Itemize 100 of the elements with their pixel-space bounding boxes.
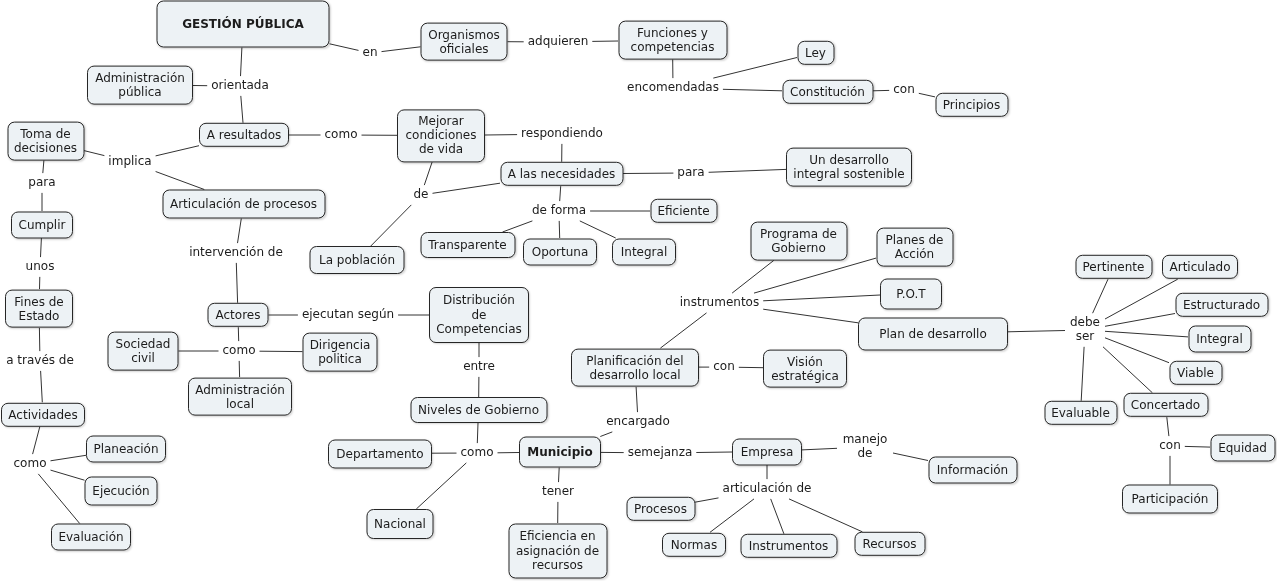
concept-box: Distribución de Competencias [429,287,529,343]
connector-line [37,473,81,524]
concept-box: Organismos oficiales [420,22,508,61]
concept-box: A resultados [199,122,289,148]
connector-line [1104,278,1179,320]
connector-line [370,204,412,247]
connector-line [892,452,929,461]
concept-box: Información [928,456,1017,484]
connector-line [698,366,710,368]
concept-box: Integral [1188,325,1251,353]
concept-box: Equidad [1210,434,1275,462]
connector-line [1104,330,1189,338]
connector-line [431,452,457,454]
concept-box: Evaluable [1044,400,1117,426]
connector-line [1169,455,1171,485]
concept-box: Fines de Estado [5,289,73,328]
connector-line [40,237,42,258]
concept-box: Viable [1169,360,1222,386]
connector-line [155,171,205,190]
connector-line [766,464,768,480]
connector-line [600,451,625,454]
linking-phrase: con [712,360,736,374]
connector-line [561,143,563,163]
linking-phrase: semejanza [626,446,694,460]
concept-box: Articulado [1162,254,1238,280]
connector-line [558,220,561,239]
connector-line [918,92,936,98]
connector-line [762,294,881,302]
concept-box: Pertinente [1075,254,1152,280]
connector-line [41,192,43,212]
connector-line [635,386,638,413]
connector-line [788,498,863,533]
connector-line [1007,330,1066,333]
concept-box: Estructurado [1175,292,1268,318]
concept-box: GESTIÓN PÚBLICA [156,0,330,48]
concept-box: Sociedad civil [107,331,179,371]
linking-phrase: debe ser [1068,316,1102,344]
connector-line [83,150,105,157]
connector-line [381,46,421,53]
concept-box: Principios [935,92,1008,118]
concept-box: Municipio [519,436,601,468]
connector-line [1184,445,1211,448]
concept-box: Programa de Gobierno [750,221,847,261]
linking-phrase: de [412,188,430,202]
linking-phrase: orientada [210,79,270,93]
connector-line [872,89,890,92]
connector-line [288,134,321,136]
concept-box: Oportuna [523,238,597,265]
connector-line [240,95,244,124]
linking-phrase: en [361,46,379,60]
concept-box: Un desarrollo integral sostenible [786,147,912,187]
concept-box: Evaluación [51,523,131,551]
linking-phrase: de forma [530,204,588,218]
connector-line [415,462,467,510]
connector-line [397,314,430,316]
connector-line [1080,346,1085,402]
linking-phrase: implica [107,155,153,169]
linking-phrase: como [221,344,257,358]
linking-phrase: con [1158,439,1182,453]
connector-line [709,498,755,533]
connector-line [502,220,533,233]
connector-line [192,85,208,87]
concept-box: Plan de desarrollo [858,317,1008,350]
concept-box: Instrumentos [740,533,837,559]
linking-phrase: a través de [5,354,75,368]
concept-box: Funciones y competencias [618,20,727,60]
connector-line [238,360,241,378]
connector-line [507,41,525,43]
connector-line [589,210,651,212]
connector-line [731,259,775,294]
connector-line [478,376,480,398]
connector-line [599,431,613,437]
concept-box: Recursos [854,531,925,557]
concept-box: Concertado [1123,392,1208,418]
connector-line [497,452,520,454]
connector-line [361,134,398,136]
concept-box: La población [309,246,405,274]
connector-line [32,426,41,455]
linking-phrase: como [459,446,495,460]
concept-box: Transparente [420,232,515,258]
connector-line [39,276,41,290]
connector-line [672,58,674,79]
concept-box: Planeación [86,435,166,463]
connector-line [1104,337,1170,364]
linking-phrase: entre [462,360,496,374]
connector-line [591,40,619,42]
linking-phrase: para [676,166,706,180]
connector-line [38,327,41,352]
linking-phrase: manejo de [840,433,890,461]
linking-phrase: ejecutan según [300,308,396,322]
connector-line [240,47,243,77]
connector-line [476,422,479,444]
connector-line [50,454,87,462]
connector-line [738,366,764,369]
connector-line [722,88,783,92]
connector-line [1104,313,1176,327]
connector-line [42,159,45,174]
connector-line [558,467,560,483]
connector-line [712,57,798,79]
concept-box: Nacional [366,509,434,539]
